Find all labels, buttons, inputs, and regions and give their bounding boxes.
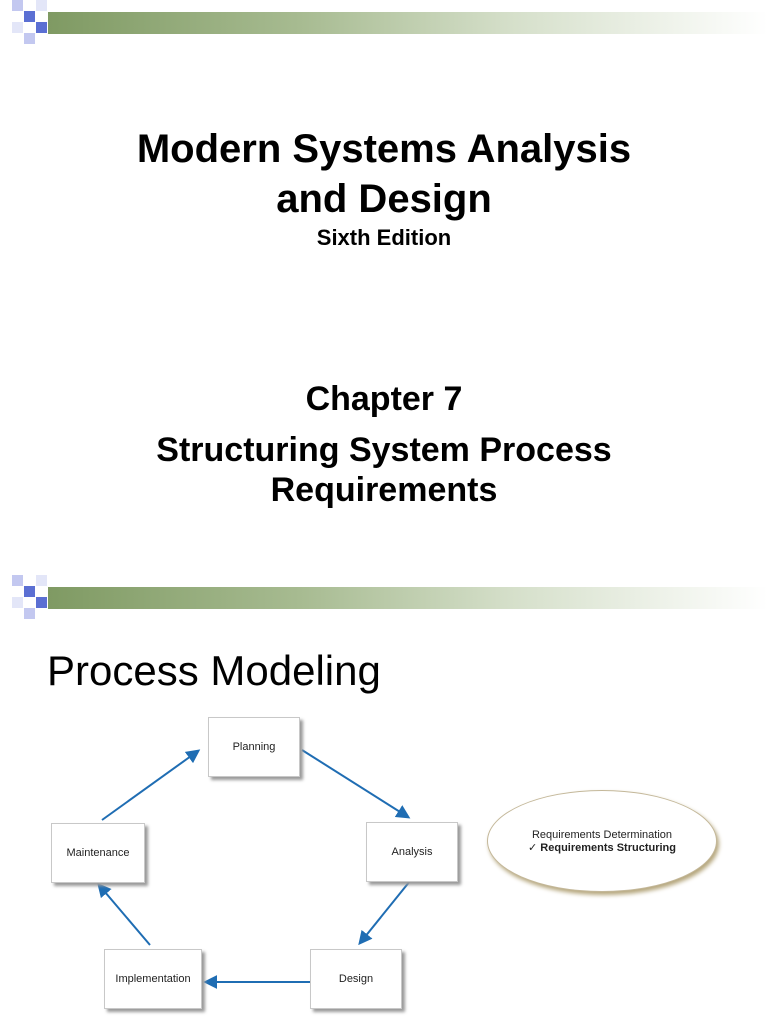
deco-square bbox=[36, 597, 47, 608]
arrow-planning-to-analysis bbox=[301, 749, 411, 819]
requirements-structuring-label: Requirements Structuring bbox=[540, 841, 676, 854]
stage-planning: Planning bbox=[208, 717, 300, 777]
presentation-title: Modern Systems Analysis and Design bbox=[0, 124, 768, 224]
edition-subtitle: Sixth Edition bbox=[316, 225, 452, 250]
stage-maintenance: Maintenance bbox=[51, 823, 145, 883]
sdlc-cycle-arrows bbox=[97, 749, 411, 989]
deco-square bbox=[24, 608, 35, 619]
analysis-detail-ellipse: Requirements Determination ✓ Requirement… bbox=[487, 790, 717, 892]
title-line-2: and Design bbox=[276, 177, 492, 221]
requirements-structuring-row: ✓ Requirements Structuring bbox=[528, 841, 676, 854]
stage-analysis: Analysis bbox=[366, 822, 458, 882]
title-slide: Modern Systems Analysis and Design Sixth… bbox=[0, 0, 768, 510]
process-modeling-slide: Process Modeling Planning Analysis Desig… bbox=[0, 575, 768, 1024]
deco-square bbox=[36, 0, 47, 11]
arrow-analysis-to-design bbox=[358, 880, 411, 946]
requirements-determination-label: Requirements Determination bbox=[531, 828, 672, 841]
deco-square bbox=[12, 22, 23, 33]
deco-square bbox=[12, 575, 23, 586]
chapter-title-line-1: Structuring System Process bbox=[156, 431, 612, 469]
chapter-number: Chapter 7 bbox=[305, 380, 463, 418]
chapter-title-line-2: Requirements bbox=[270, 471, 498, 509]
arrow-maintenance-to-planning bbox=[101, 749, 201, 821]
header-bar bbox=[48, 12, 768, 34]
decorative-squares bbox=[0, 0, 60, 48]
stage-implementation: Implementation bbox=[104, 949, 202, 1009]
stage-design: Design bbox=[310, 949, 402, 1009]
arrow-implementation-to-maintenance bbox=[97, 882, 151, 946]
slide-title: Process Modeling bbox=[47, 647, 381, 694]
chapter-title: Structuring System Process Requirements bbox=[0, 430, 768, 510]
deco-square bbox=[24, 586, 35, 597]
title-line-1: Modern Systems Analysis bbox=[136, 127, 632, 171]
deco-square bbox=[12, 597, 23, 608]
deco-square bbox=[12, 0, 23, 11]
deco-square bbox=[36, 575, 47, 586]
deco-square bbox=[24, 11, 35, 22]
check-mark-icon: ✓ bbox=[528, 841, 538, 854]
header-bar bbox=[48, 587, 768, 609]
deco-square bbox=[24, 33, 35, 44]
deco-square bbox=[36, 22, 47, 33]
decorative-squares bbox=[0, 575, 60, 623]
